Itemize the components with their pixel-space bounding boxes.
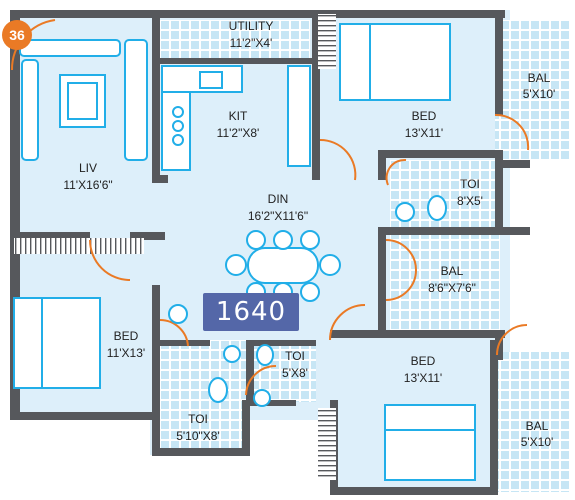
- room-size-bal-middle: 8'6"X7'6": [428, 281, 476, 295]
- room-name-bal-bottom: BAL: [526, 419, 549, 433]
- room-size-toi-left: 5'10"X8': [176, 429, 220, 443]
- stairs-top: [318, 14, 336, 69]
- room-name-bal-middle: BAL: [441, 264, 464, 278]
- room-name-bed-top: BED: [412, 109, 437, 123]
- total-area: 1640: [215, 297, 287, 327]
- walls: [10, 10, 530, 495]
- room-size-bed-bottom: 13'X11': [404, 371, 442, 385]
- room-name-utility: UTILITY: [229, 19, 274, 33]
- room-name-toi-right: TOI: [285, 349, 305, 363]
- room-name-bed-bottom: BED: [411, 354, 436, 368]
- room-labels: UTILITY 11'2"X4' KIT 11'2"X8' BED 13'X11…: [63, 19, 555, 449]
- utility-floor: [160, 20, 310, 58]
- room-size-bal-top: 5'X10': [523, 87, 556, 101]
- stairs-bottom: [318, 408, 336, 480]
- toilet-fixtures: [168, 195, 447, 407]
- kitchen-counter: [161, 65, 311, 171]
- balcony-middle: [390, 232, 500, 330]
- room-size-living: 11'X16'6": [63, 178, 112, 192]
- total-area-badge: 1640: [203, 293, 299, 331]
- room-size-dining: 16'2"X11'6": [248, 209, 308, 223]
- room-size-bal-bottom: 5'X10': [521, 435, 554, 449]
- room-size-bed-left: 11'X13': [107, 346, 145, 360]
- room-size-bed-top: 13'X11': [405, 126, 443, 140]
- room-name-kitchen: KIT: [229, 109, 248, 123]
- unit-number: 36: [9, 27, 25, 43]
- room-name-dining: DIN: [268, 192, 289, 206]
- balcony-bottom-right: [495, 352, 570, 492]
- room-name-toi-top: TOI: [460, 177, 480, 191]
- room-name-living: LIV: [79, 161, 97, 175]
- wardrobe-left: [14, 238, 144, 254]
- balcony-top-right: [495, 20, 570, 160]
- room-size-utility: 11'2"X4': [230, 36, 273, 50]
- unit-number-badge: 36: [2, 20, 32, 50]
- living-sofa-set: [19, 39, 148, 161]
- dining-set: [225, 230, 341, 302]
- room-size-toi-top: 8'X5': [457, 194, 483, 208]
- room-size-toi-right: 5'X8': [282, 366, 308, 380]
- room-name-bed-left: BED: [114, 329, 139, 343]
- room-name-bal-top: BAL: [528, 71, 551, 85]
- room-name-toi-left: TOI: [188, 412, 208, 426]
- beds: [13, 23, 476, 481]
- room-size-kitchen: 11'2"X8': [217, 126, 260, 140]
